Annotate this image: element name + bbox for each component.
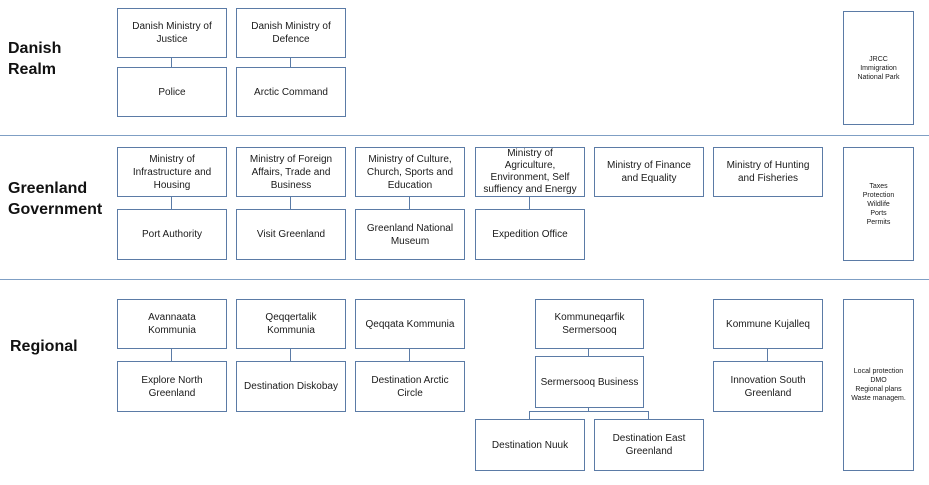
box-ministry-of-hunting-and-fisheries: Ministry of Hunting and Fisheries bbox=[713, 147, 823, 197]
connector-business-branch bbox=[529, 411, 649, 412]
connector-branch-east-greenland bbox=[648, 411, 649, 420]
box-qeqqertalik-kommunia: Qeqqertalik Kommunia bbox=[236, 299, 346, 349]
box-destination-nuuk: Destination Nuuk bbox=[475, 419, 585, 471]
level-label-regional: Regional bbox=[10, 338, 78, 355]
connector-sermersooq-business bbox=[588, 348, 589, 357]
box-port-authority: Port Authority bbox=[117, 209, 227, 260]
connector-foreign-visit-greenland bbox=[290, 196, 291, 210]
box-ministry-of-agriculture-environment-self-suffiency-and-energy: Ministry of Agriculture, Environment, Se… bbox=[475, 147, 585, 197]
connector-qeqqertalik-diskobay bbox=[290, 348, 291, 362]
box-greenland-national-museum: Greenland National Museum bbox=[355, 209, 465, 260]
box-greenland-government-responsibilities: Taxes Protection Wildlife Ports Permits bbox=[843, 147, 914, 261]
level-label-danish-realm: Danish Realm bbox=[8, 40, 62, 78]
box-danish-ministry-of-defence: Danish Ministry of Defence bbox=[236, 8, 346, 58]
box-innovation-south-greenland: Innovation South Greenland bbox=[713, 361, 823, 412]
box-explore-north-greenland: Explore North Greenland bbox=[117, 361, 227, 412]
connector-defence-arctic-command bbox=[290, 57, 291, 68]
box-ministry-of-finance-and-equality: Ministry of Finance and Equality bbox=[594, 147, 704, 197]
box-police: Police bbox=[117, 67, 227, 117]
connector-culture-museum bbox=[409, 196, 410, 210]
level-label-greenland-government: Greenland Government bbox=[8, 180, 103, 218]
connector-avannaata-explore-north bbox=[171, 348, 172, 362]
box-arctic-command: Arctic Command bbox=[236, 67, 346, 117]
connector-agriculture-expedition bbox=[529, 196, 530, 210]
box-kommuneqarfik-sermersooq: Kommuneqarfik Sermersooq bbox=[535, 299, 644, 349]
box-kommune-kujalleq: Kommune Kujalleq bbox=[713, 299, 823, 349]
box-destination-arctic-circle: Destination Arctic Circle bbox=[355, 361, 465, 412]
box-destination-diskobay: Destination Diskobay bbox=[236, 361, 346, 412]
box-sermersooq-business: Sermersooq Business bbox=[535, 356, 644, 408]
connector-infrastructure-port-authority bbox=[171, 196, 172, 210]
box-danish-ministry-of-justice: Danish Ministry of Justice bbox=[117, 8, 227, 58]
box-avannaata-kommunia: Avannaata Kommunia bbox=[117, 299, 227, 349]
box-ministry-of-foreign-affairs-trade-and-business: Ministry of Foreign Affairs, Trade and B… bbox=[236, 147, 346, 197]
box-qeqqata-kommunia: Qeqqata Kommunia bbox=[355, 299, 465, 349]
connector-qeqqata-arctic-circle bbox=[409, 348, 410, 362]
box-ministry-of-infrastructure-and-housing: Ministry of Infrastructure and Housing bbox=[117, 147, 227, 197]
connector-branch-nuuk bbox=[529, 411, 530, 420]
box-destination-east-greenland: Destination East Greenland bbox=[594, 419, 704, 471]
connector-kujalleq-innovation-south bbox=[767, 348, 768, 362]
section-divider-bottom bbox=[0, 279, 929, 280]
box-regional-responsibilities: Local protection DMO Regional plans Wast… bbox=[843, 299, 914, 471]
section-divider-top bbox=[0, 135, 929, 136]
box-visit-greenland: Visit Greenland bbox=[236, 209, 346, 260]
box-expedition-office: Expedition Office bbox=[475, 209, 585, 260]
box-danish-realm-responsibilities: JRCC Immigration National Park bbox=[843, 11, 914, 125]
connector-business-trunk bbox=[588, 407, 589, 412]
connector-justice-police bbox=[171, 57, 172, 68]
box-ministry-of-culture-church-sports-and-education: Ministry of Culture, Church, Sports and … bbox=[355, 147, 465, 197]
